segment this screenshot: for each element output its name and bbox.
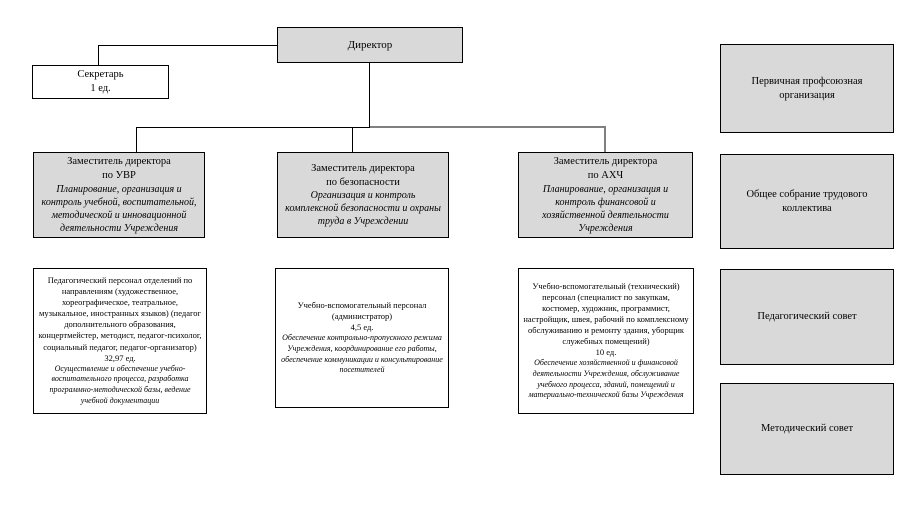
governance-label: Педагогический совет: [757, 311, 857, 323]
node-secretary: Секретарь 1 ед.: [32, 65, 169, 99]
deputy-title-line2: по безопасности: [326, 176, 400, 188]
deputy-description: Планирование, организация и контроль фин…: [542, 183, 669, 234]
connector-drop-deputy-ahch: [604, 128, 606, 152]
staff-description: Обеспечение хозяйственной и финансовой д…: [528, 358, 684, 400]
deputy-title-line1: Заместитель директора: [311, 162, 415, 174]
staff-description: Обеспечение контрольно-пропускного режим…: [281, 332, 443, 375]
deputy-title-line1: Заместитель директора: [553, 156, 658, 168]
governance-label: Первичная профсоюзная организация: [751, 75, 863, 101]
node-pedagogical-council: Педагогический совет: [720, 269, 894, 365]
deputy-description: Планирование, организация и контроль уче…: [41, 183, 197, 234]
node-staff-pedagogical: Педагогический персонал отделений по нап…: [33, 268, 207, 414]
connector-distribution-left: [136, 127, 370, 128]
deputy-title-line2: по УВР: [102, 170, 136, 181]
connector-director-secretary-vertical: [98, 46, 99, 65]
node-staff-administrator: Учебно-вспомогательный персонал (админис…: [275, 268, 449, 408]
connector-drop-deputy-security: [352, 128, 353, 152]
node-trade-union: Первичная профсоюзная организация: [720, 44, 894, 133]
staff-description: Осуществление и обеспечение учебно-воспи…: [49, 363, 191, 405]
staff-main: Педагогический персонал отделений по нап…: [38, 275, 202, 352]
staff-count: 32,97 ед.: [104, 352, 136, 363]
node-deputy-uvr: Заместитель директора по УВР Планировани…: [33, 152, 205, 238]
staff-main: Учебно-вспомогательный персонал (админис…: [297, 299, 427, 321]
node-deputy-security: Заместитель директора по безопасности Ор…: [277, 152, 449, 238]
secretary-count: 1 ед.: [90, 83, 111, 94]
deputy-description: Организация и контроль комплексной безоп…: [285, 190, 441, 228]
staff-count: 10 ед.: [595, 347, 617, 358]
staff-count: 4,5 ед.: [350, 321, 374, 332]
connector-drop-deputy-uvr: [136, 128, 137, 152]
node-methodical-council: Методический совет: [720, 383, 894, 475]
node-general-assembly: Общее собрание трудового коллектива: [720, 154, 894, 249]
node-staff-technical: Учебно-вспомогательный (технический) пер…: [518, 268, 694, 414]
connector-director-down: [369, 63, 370, 127]
deputy-title-line1: Заместитель директора: [67, 156, 171, 168]
staff-main: Учебно-вспомогательный (технический) пер…: [523, 280, 689, 346]
governance-label: Методический совет: [760, 423, 854, 435]
director-label: Директор: [347, 38, 393, 51]
deputy-title-line2: по АХЧ: [587, 170, 624, 181]
connector-distribution-right: [370, 126, 606, 128]
node-director: Директор: [277, 27, 463, 63]
connector-director-secretary-horizontal: [98, 45, 277, 46]
secretary-title: Секретарь: [77, 69, 124, 81]
node-deputy-ahch: Заместитель директора по АХЧ Планировани…: [518, 152, 693, 238]
governance-label: Общее собрание трудового коллектива: [746, 188, 868, 214]
